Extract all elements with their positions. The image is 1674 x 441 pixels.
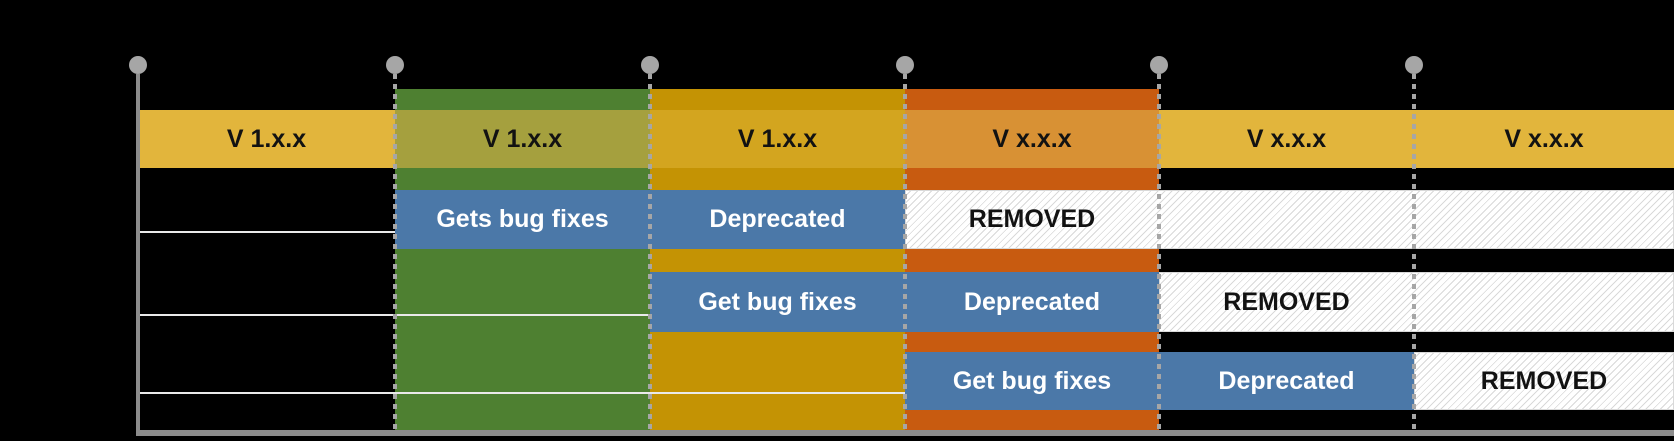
release2-deprecated-bar: Deprecated <box>905 272 1159 332</box>
version-label: V 1.x.x <box>737 124 818 153</box>
version-label: V 1.x.x <box>482 124 563 153</box>
stage-label: REMOVED <box>1223 287 1350 316</box>
version-label: V x.x.x <box>1504 124 1584 153</box>
version-segment-4: V x.x.x <box>905 110 1159 168</box>
version-segment-3: V 1.x.x <box>650 110 905 168</box>
version-label: V 1.x.x <box>226 124 307 153</box>
time-axis-line <box>136 430 1674 436</box>
milestone-dot-3 <box>641 56 659 74</box>
release2-removed-bar: REMOVED <box>1159 272 1674 332</box>
version-segment-6: V x.x.x <box>1414 110 1674 168</box>
milestone-dot-5 <box>1150 56 1168 74</box>
stage-label: Gets bug fixes <box>436 205 609 233</box>
milestone-line-4 <box>903 74 907 430</box>
release2-bugfix-bar: Get bug fixes <box>650 272 905 332</box>
stage-label: Deprecated <box>963 287 1101 316</box>
version-label: V x.x.x <box>1246 124 1327 153</box>
release3-deprecated-bar: Deprecated <box>1159 352 1414 410</box>
release1-deprecated-bar: Deprecated <box>650 190 905 249</box>
milestone-dot-4 <box>896 56 914 74</box>
release1-removed-bar: REMOVED <box>905 190 1674 249</box>
version-segment-2: V 1.x.x <box>395 110 650 168</box>
milestone-line-2 <box>393 74 397 430</box>
release1-bugfix-bar: Gets bug fixes <box>395 190 650 249</box>
milestone-dot-2 <box>386 56 404 74</box>
stage-label: REMOVED <box>1480 366 1608 395</box>
milestone-dot-1 <box>129 56 147 74</box>
stage-label: REMOVED <box>968 205 1096 233</box>
stage-label: Deprecated <box>1218 366 1355 395</box>
version-segment-1: V 1.x.x <box>138 110 395 168</box>
stage-label: Deprecated <box>709 205 846 233</box>
milestone-line-1 <box>136 74 140 430</box>
milestone-line-6 <box>1412 74 1416 430</box>
milestone-dot-6 <box>1405 56 1423 74</box>
milestone-line-3 <box>648 74 652 430</box>
stage-label: Get bug fixes <box>698 287 857 316</box>
version-segment-5: V x.x.x <box>1159 110 1414 168</box>
release3-bugfix-bar: Get bug fixes <box>905 352 1159 410</box>
release3-removed-bar: REMOVED <box>1414 352 1674 410</box>
milestone-line-5 <box>1157 74 1161 430</box>
stage-label: Get bug fixes <box>952 366 1112 395</box>
version-label: V x.x.x <box>992 124 1072 153</box>
